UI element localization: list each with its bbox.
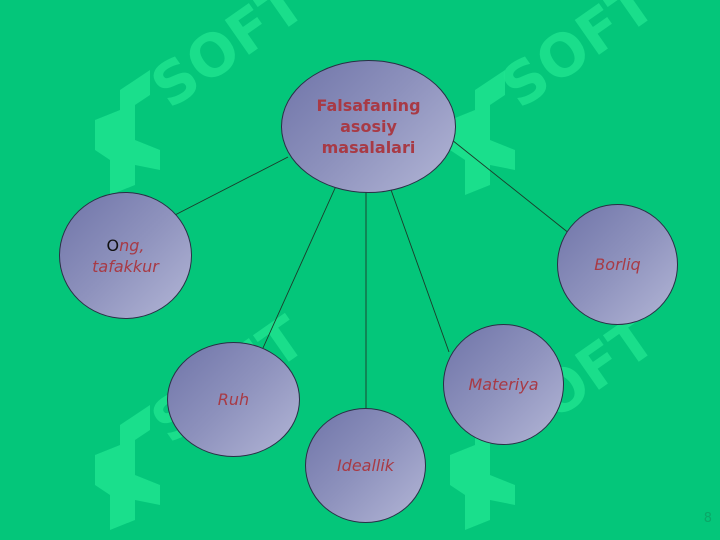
node-ong-rest: ng, tafakkur [92, 235, 159, 276]
connector-borliq [451, 139, 571, 235]
node-ideallik-label: Ideallik [336, 456, 395, 475]
node-borliq: Borliq [557, 204, 678, 325]
node-ruh: Ruh [167, 342, 300, 457]
page-number: 8 [703, 511, 712, 526]
central-concept-node: Falsafaning asosiy masalalari [281, 60, 456, 193]
node-ong-tafakkur-label: Ong, tafakkur [76, 235, 176, 277]
node-borliq-label: Borliq [594, 255, 641, 274]
watermark-text: SOFT [489, 0, 668, 121]
watermark-logo-icon [450, 70, 515, 195]
central-concept-label: Falsafaning asosiy masalalari [316, 96, 421, 157]
node-ong-first-letter: O [106, 235, 120, 255]
node-ideallik: Ideallik [305, 408, 426, 523]
watermark-logo-icon [95, 405, 160, 530]
connector-lines [172, 139, 571, 408]
node-ruh-label: Ruh [217, 390, 250, 409]
node-materiya: Materiya [443, 324, 564, 445]
connector-ruh [262, 185, 337, 349]
node-ong-tafakkur: Ong, tafakkur [59, 192, 192, 319]
connector-ong [172, 156, 289, 217]
watermark-logo-icon [95, 70, 160, 195]
node-materiya-label: Materiya [468, 375, 539, 394]
connector-materiya [389, 186, 450, 353]
watermark-logo-icon [450, 405, 515, 530]
